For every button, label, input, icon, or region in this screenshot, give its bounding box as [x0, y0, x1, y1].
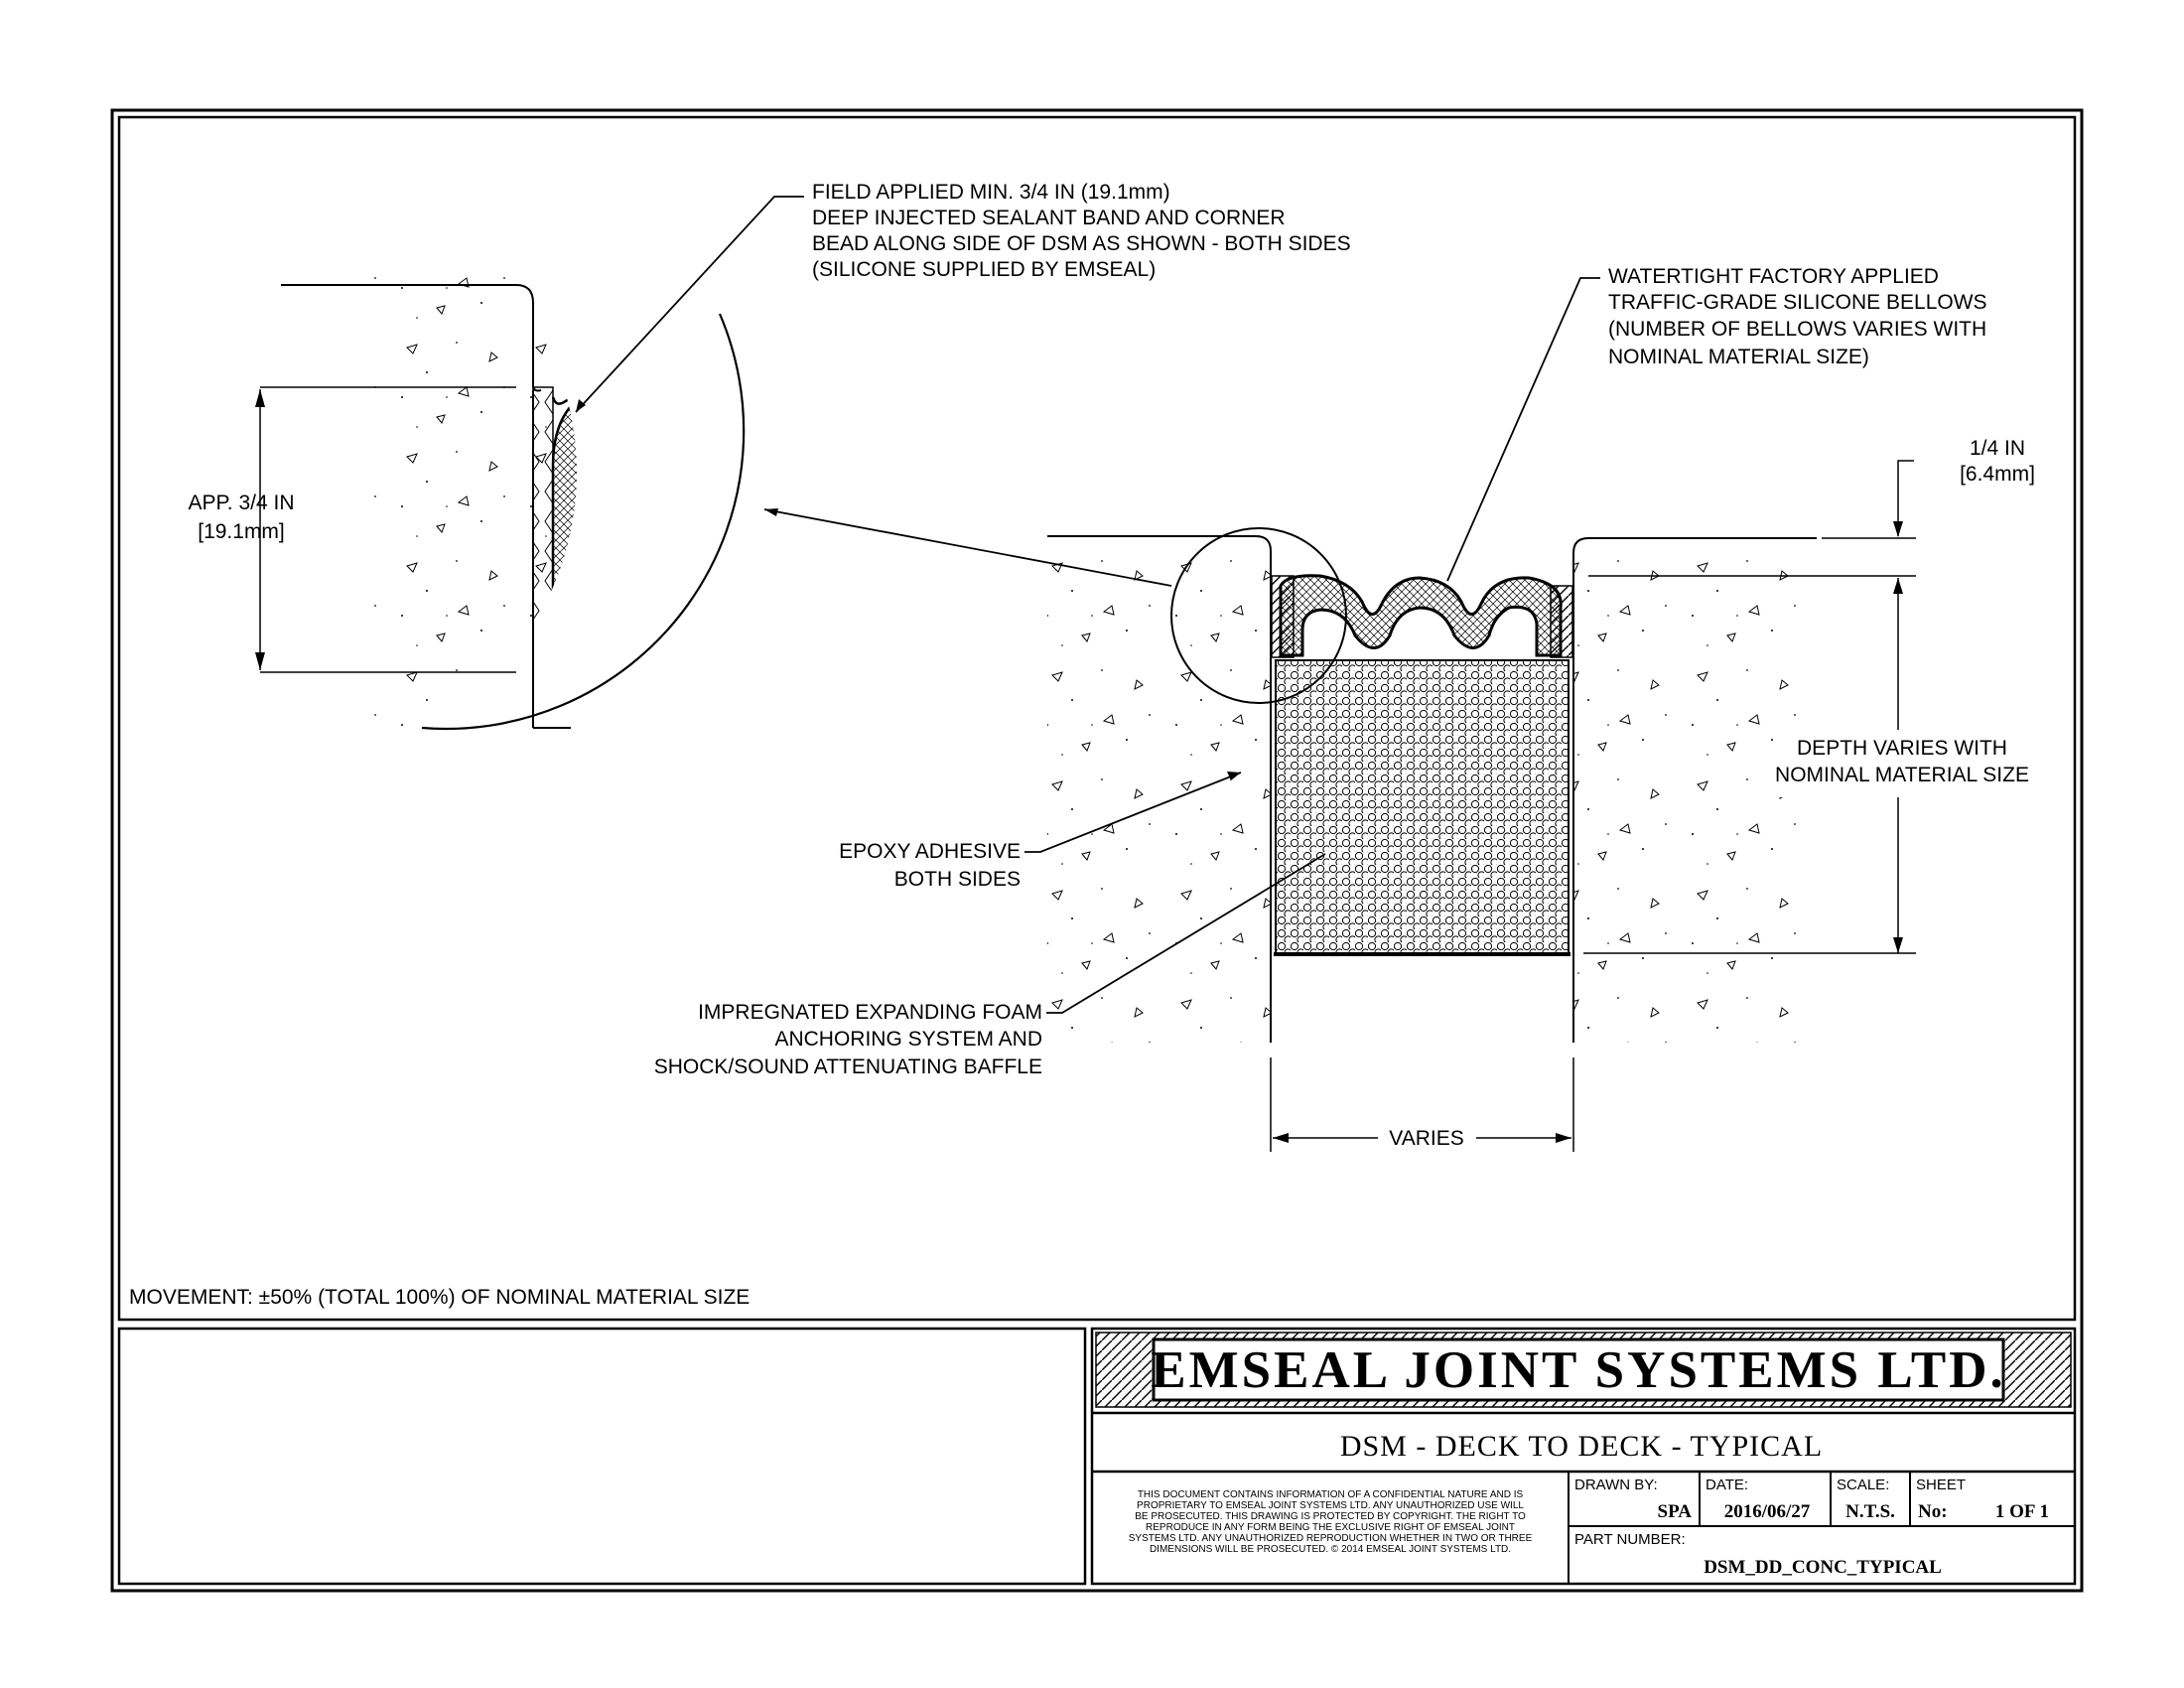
detail-reference-arrow [764, 508, 778, 516]
recess-dim-upper [1897, 460, 1914, 536]
detail-reference-leader [763, 508, 1172, 587]
recess-dim-label-1: 1/4 IN [1970, 437, 2025, 460]
disclaimer-line-5: SYSTEMS LTD. ANY UNAUTHORIZED REPRODUCTI… [1129, 1533, 1533, 1544]
disclaimer-line-6: DIMENSIONS WILL BE PROSECUTED. © 2014 EM… [1150, 1544, 1511, 1555]
disclaimer-line-3: BE PROSECUTED. THIS DRAWING IS PROTECTED… [1135, 1511, 1526, 1522]
varies-dim-label: VARIES [1389, 1127, 1463, 1150]
foam-callout-line-1: IMPREGNATED EXPANDING FOAM [698, 1001, 1042, 1024]
recess-arrow-top [1893, 521, 1903, 537]
recess-arrow-bottom [1893, 578, 1903, 594]
drawn-by-value: SPA [1658, 1501, 1693, 1522]
bellows-callout-line-2: TRAFFIC-GRADE SILICONE BELLOWS [1608, 291, 1987, 314]
epoxy-leader [1024, 772, 1242, 853]
detail-concrete [372, 268, 551, 728]
drawing-title: DSM - DECK TO DECK - TYPICAL [1340, 1430, 1823, 1463]
sealant-callout-line-2: DEEP INJECTED SEALANT BAND AND CORNER [812, 207, 1286, 229]
sheet-value: 1 OF 1 [1995, 1501, 2049, 1522]
detail-epoxy-band [532, 386, 554, 726]
detail-bellows [551, 381, 578, 728]
scale-label: SCALE: [1837, 1477, 1889, 1493]
disclaimer-line-4: REPRODUCE IN ANY FORM BEING THE EXCLUSIV… [1146, 1522, 1515, 1533]
drawing-frame [117, 115, 2077, 1322]
bellows-callout-line-1: WATERTIGHT FACTORY APPLIED [1608, 265, 1939, 288]
right-slab-edge [1572, 537, 1817, 1043]
detail-marker-circle [1170, 527, 1347, 704]
disclaimer: THIS DOCUMENT CONTAINS INFORMATION OF A … [1129, 1489, 1533, 1555]
bellows-callout-line-4: NOMINAL MATERIAL SIZE) [1608, 346, 1869, 368]
scale-value: N.T.S. [1845, 1501, 1895, 1522]
company-name: EMSEAL JOINT SYSTEMS LTD. [1151, 1341, 2005, 1399]
drawn-by-label: DRAWN BY: [1574, 1477, 1658, 1493]
right-concrete-slab [1573, 538, 1817, 1043]
sealant-leader-arrow [576, 399, 586, 412]
title-block: EMSEAL JOINT SYSTEMS LTD. DSM - DECK TO … [1092, 1332, 2075, 1584]
varies-arrow-right [1556, 1133, 1571, 1143]
foam-callout-line-2: ANCHORING SYSTEM AND [774, 1028, 1042, 1051]
date-value: 2016/06/27 [1724, 1501, 1811, 1522]
epoxy-callout-line-1: EPOXY ADHESIVE [839, 840, 1021, 863]
company-banner [1152, 1337, 2005, 1402]
enlarged-detail [281, 268, 746, 731]
left-concrete-slab [1047, 536, 1271, 1043]
leaders [255, 196, 2035, 1152]
detail-slab-edge [281, 284, 542, 392]
left-slab-edge [1047, 535, 1272, 1043]
app-dim-label-1: APP. 3/4 IN [188, 492, 294, 514]
bellows-leader [1446, 277, 1600, 582]
detail-corner-bead [551, 385, 578, 405]
part-number-label: PART NUMBER: [1574, 1531, 1686, 1548]
recess-dim-label-2: [6.4mm] [1960, 463, 2035, 486]
depth-callout-line-2: NOMINAL MATERIAL SIZE [1775, 764, 2029, 786]
depth-label-mask [1777, 730, 2035, 797]
sealant-callout-line-1: FIELD APPLIED MIN. 3/4 IN (19.1mm) [812, 181, 1170, 204]
disclaimer-line-2: PROPRIETARY TO EMSEAL JOINT SYSTEMS LTD.… [1137, 1500, 1524, 1511]
sealant-leader [575, 196, 804, 413]
depth-arrow-bottom [1893, 937, 1903, 953]
sealant-callout-line-4: (SILICONE SUPPLIED BY EMSEAL) [812, 258, 1156, 281]
detail-boundary-arc [421, 313, 746, 731]
epoxy-leader-arrow [1227, 772, 1241, 780]
date-label: DATE: [1706, 1477, 1748, 1493]
sheet-no-label: No: [1918, 1501, 1948, 1522]
bellows-callout-line-3: (NUMBER OF BELLOWS VARIES WITH [1608, 318, 1986, 341]
sheet-label: SHEET [1916, 1477, 1966, 1493]
epoxy-callout-line-2: BOTH SIDES [894, 868, 1021, 891]
movement-note: MOVEMENT: ±50% (TOTAL 100%) OF NOMINAL M… [129, 1286, 750, 1309]
foam-leader [1046, 853, 1326, 1014]
detail-foam [551, 454, 578, 728]
outer-border [110, 108, 2084, 1593]
annotations: FIELD APPLIED MIN. 3/4 IN (19.1mm) DEEP … [129, 181, 2035, 1309]
main-section [1047, 527, 1817, 1043]
app-dim-arrow-top [255, 389, 265, 407]
notes-box [117, 1327, 1087, 1586]
foam-core [1275, 659, 1570, 954]
title-block-frame [1090, 1327, 2077, 1586]
disclaimer-line-1: THIS DOCUMENT CONTAINS INFORMATION OF A … [1138, 1489, 1524, 1500]
silicone-bellows [1279, 574, 1563, 657]
part-number-value: DSM_DD_CONC_TYPICAL [1704, 1557, 1942, 1578]
app-dim-arrow-bottom [255, 652, 265, 670]
sealant-callout-line-3: BEAD ALONG SIDE OF DSM AS SHOWN - BOTH S… [812, 232, 1351, 255]
varies-arrow-left [1273, 1133, 1289, 1143]
app-dim-label-2: [19.1mm] [198, 520, 285, 543]
foam-callout-line-3: SHOCK/SOUND ATTENUATING BAFFLE [654, 1055, 1042, 1078]
depth-callout-line-1: DEPTH VARIES WITH [1797, 737, 2007, 760]
